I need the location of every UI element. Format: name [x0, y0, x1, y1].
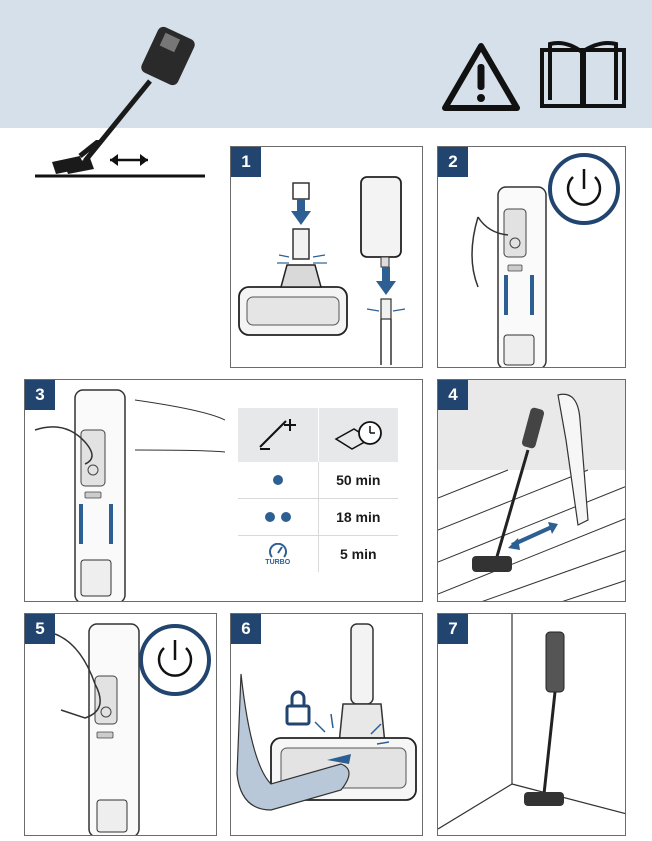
runtime-table-header — [238, 408, 398, 462]
step-1-panel: 1 — [230, 146, 423, 368]
runtime-value: 5 min — [339, 546, 377, 562]
release-nozzle-illustration — [236, 623, 417, 811]
turbo-label: TURBO — [265, 558, 291, 566]
runtime-table: 50 min 18 min TURBO 5 min — [238, 408, 398, 572]
step-number-badge: 1 — [231, 147, 261, 177]
runtime-clock-icon — [319, 408, 399, 462]
step-number-badge: 6 — [231, 614, 261, 644]
turbo-mode-icon: TURBO — [238, 536, 319, 572]
step-4-panel: 4 — [437, 379, 626, 602]
storage-illustration — [438, 614, 625, 830]
table-row: 50 min — [238, 462, 398, 499]
power-on-illustration — [471, 153, 620, 367]
normal-mode-icon — [238, 499, 319, 535]
manual-book-icon — [540, 41, 626, 108]
step-number-badge: 3 — [25, 380, 55, 410]
eco-mode-icon — [238, 462, 319, 498]
step-number-badge: 4 — [438, 380, 468, 410]
step-number-badge: 7 — [438, 614, 468, 644]
power-off-illustration — [54, 623, 211, 835]
attach-nozzle-illustration — [238, 176, 406, 365]
table-row: 18 min — [238, 499, 398, 536]
table-row: TURBO 5 min — [238, 536, 398, 572]
step-number-badge: 2 — [438, 147, 468, 177]
runtime-value: 50 min — [336, 472, 381, 488]
header-band — [0, 0, 652, 174]
warning-icon — [442, 43, 520, 111]
vacuuming-floor-illustration — [438, 380, 625, 601]
floor-motion-illustration — [35, 140, 205, 178]
step-6-panel: 6 — [230, 613, 423, 836]
step-5-panel: 5 — [24, 613, 217, 836]
step-number-badge: 5 — [25, 614, 55, 644]
step-7-panel: 7 — [437, 613, 626, 836]
step-2-panel: 2 — [437, 146, 626, 368]
battery-power-icon — [238, 408, 319, 462]
select-mode-illustration — [34, 389, 225, 601]
runtime-value: 18 min — [336, 509, 381, 525]
